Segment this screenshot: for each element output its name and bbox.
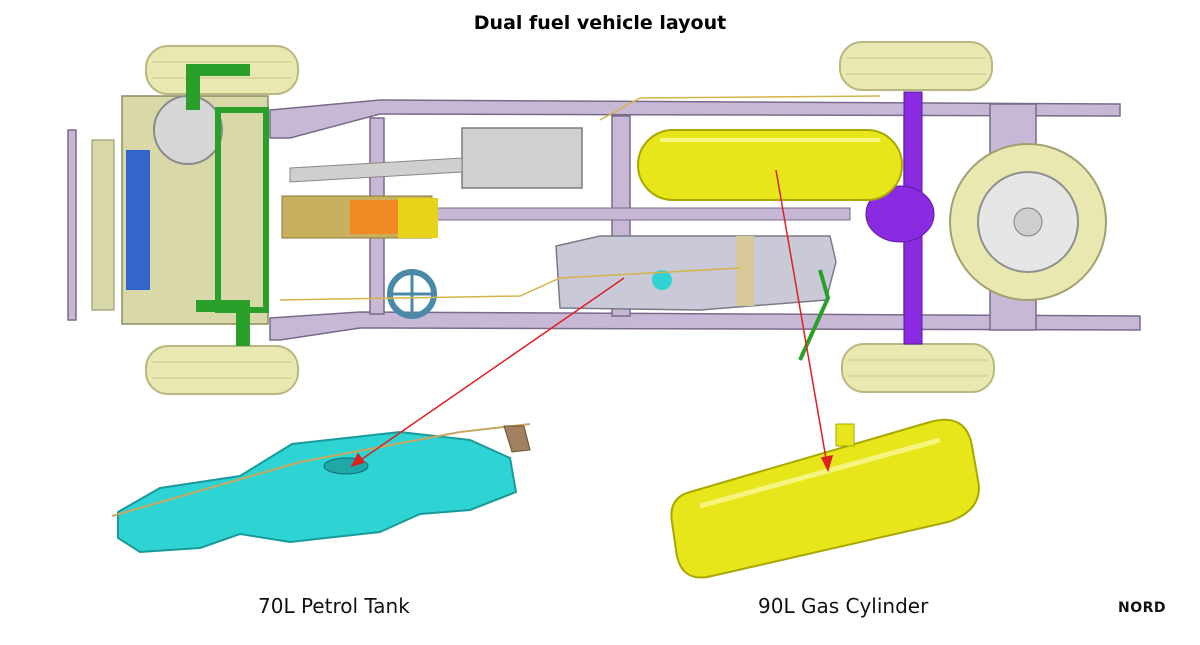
driveshaft [429,207,851,221]
chassis-gas-cylinder [637,129,903,201]
rear-left-wheel [839,41,993,91]
gearbox [281,195,438,239]
gas-cylinder-caption: 90L Gas Cylinder [758,594,929,618]
chassis-petrol-tank [555,235,837,311]
steering-wheel [387,269,437,319]
diagram-title: Dual fuel vehicle layout [473,12,727,34]
petrol-tank-detail [111,423,531,554]
rear-right-wheel [841,343,995,393]
front-right-wheel [145,345,299,395]
engine-block [121,64,269,346]
spare-wheel [949,143,1107,301]
pointer-arrows [350,169,834,473]
fuel-lines [279,95,881,361]
rear-axle [865,91,935,345]
radiator [91,139,115,311]
brand-logo: NORD [1118,600,1167,616]
gas-cylinder-detail [670,418,980,579]
muffler [289,127,583,189]
petrol-tank-caption: 70L Petrol Tank [258,594,410,618]
